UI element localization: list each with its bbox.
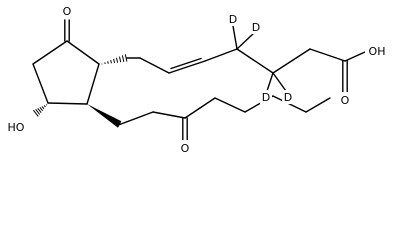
svg-text:O: O — [181, 142, 190, 155]
cyclopentanone-ring — [32, 40, 100, 105]
atom-label-hydroxyl: HO — [4, 119, 28, 134]
ring-bond-c11-c10 — [32, 63, 49, 104]
cis-double-bond — [168, 60, 206, 74]
atom-label-carboxylic-acid-hydroxyl: OH — [365, 43, 389, 58]
svg-text:OH: OH — [369, 45, 386, 58]
alpha-chain — [126, 48, 346, 74]
deuterium-bonds — [232, 25, 287, 92]
chemical-structure: O O HO OH O D D D D — [4, 3, 389, 155]
side-chain-ketone-double-bond — [182, 117, 188, 141]
carboxylic-acid — [342, 51, 366, 93]
atom-label-acid-carbonyl-oxygen: O — [338, 92, 352, 107]
svg-text:D: D — [252, 21, 260, 34]
atom-label-deuterium-c4-up: D — [227, 12, 239, 26]
svg-text:O: O — [341, 94, 350, 107]
svg-text:HO: HO — [8, 121, 25, 134]
alpha-chain-hashed-wedge — [101, 54, 128, 65]
ring-bond-c8-c12 — [86, 63, 100, 105]
omega-chain — [118, 95, 331, 126]
atom-label-deuterium-c3-down: D — [260, 90, 272, 104]
ring-bond-c9-c8 — [66, 40, 100, 65]
svg-text:D: D — [262, 91, 270, 104]
ring-bond-c12-c11 — [47, 102, 88, 105]
atom-label-ring-ketone-oxygen: O — [60, 3, 74, 18]
svg-text:D: D — [229, 13, 237, 26]
atom-label-deuterium-c3-right: D — [282, 90, 294, 104]
ring-ketone-double-bond — [64, 19, 70, 42]
svg-text:D: D — [284, 91, 292, 104]
atom-label-side-chain-ketone-oxygen: O — [178, 140, 192, 155]
c4-c3-bond — [236, 48, 274, 74]
ring-bond-c10-c9 — [32, 40, 68, 65]
omega-chain-solid-wedge — [87, 104, 122, 128]
hydroxyl-hashed-wedge — [33, 104, 48, 117]
atom-label-deuterium-c4-right: D — [250, 20, 262, 34]
svg-text:O: O — [63, 5, 72, 18]
